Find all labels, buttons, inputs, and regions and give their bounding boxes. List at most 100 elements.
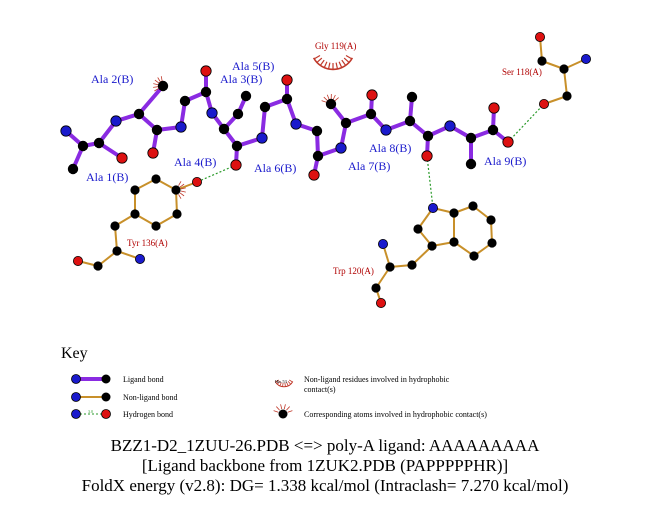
carbon-atom [241,91,251,101]
carbon-atom [151,221,160,230]
carbon-atom [180,96,190,106]
carbon-atom [171,185,180,194]
carbon-atom [130,209,139,218]
key-ligand-nitrogen-atom [72,375,81,384]
label-ala5: Ala 5(B) [232,59,274,73]
oxygen-atom [201,66,211,76]
label-ala1: Ala 1(B) [86,170,128,184]
caption-line-1: BZZ1-D2_1ZUU-26.PDB <=> poly-A ligand: A… [111,436,540,455]
label-ala2: Ala 2(B) [91,72,133,86]
hydrogen-bond [427,156,433,208]
carbon-atom [449,237,458,246]
carbon-atom [151,174,160,183]
nitrogen-atom [61,126,71,136]
oxygen-atom [503,137,513,147]
oxygen-atom [309,170,319,180]
carbon-atom [78,141,88,151]
ligand-bond [139,86,163,114]
key-nonligand-nitrogen-atom [72,393,81,402]
carbon-atom [562,91,571,100]
nitrogen-atom [257,133,267,143]
nitrogen-atom [378,239,387,248]
carbon-atom [313,151,323,161]
oxygen-atom [489,103,499,113]
carbon-atom [486,215,495,224]
label-ala8: Ala 8(B) [369,141,411,155]
carbon-atom [405,116,415,126]
carbon-atom [172,209,181,218]
carbon-atom [93,261,102,270]
carbon-atom [341,118,351,128]
carbon-atom [110,221,119,230]
caption-line-2: [Ligand backbone from 1ZUK2.PDB (PAPPPPP… [142,456,508,475]
key-title: Key [61,345,88,362]
key-hydrophobic-residues-label-1: Non-ligand residues involved in hydropho… [304,375,450,384]
label-ser118: Ser 118(A) [502,67,542,77]
key-panel: Key Ligand bond Non-ligand bond 3.0 Hydr… [61,345,487,419]
carbon-atom [233,109,243,119]
oxygen-atom [422,151,432,161]
carbon-atom [559,64,568,73]
key-hydrophobic-atoms-label: Corresponding atoms involved in hydropho… [304,410,487,419]
oxygen-atom [117,153,127,163]
carbon-atom [219,124,229,134]
oxygen-atom [148,148,158,158]
label-ala9: Ala 9(B) [484,154,526,168]
carbon-atom [537,56,546,65]
carbon-atom [326,99,336,109]
label-ala3: Ala 3(B) [220,72,262,86]
nitrogen-atom [135,254,144,263]
hydrogen-bond [508,104,544,142]
carbon-atom [152,125,162,135]
carbon-atom [201,87,211,97]
nitrogen-atom [291,119,301,129]
carbon-atom [68,164,78,174]
carbon-atom [282,94,292,104]
oxygen-atom [73,256,82,265]
key-nonligand-bond-label: Non-ligand bond [123,393,177,402]
carbon-atom [312,126,322,136]
carbon-atom [94,138,104,148]
key-hydrophobic-sample-label: His 53 [275,379,288,384]
key-hbond-nitrogen-atom [72,410,81,419]
key-hbond-distance: 3.0 [88,409,93,414]
oxygen-atom [376,298,385,307]
key-nonligand-carbon-atom [102,393,111,402]
nitrogen-atom [207,108,217,118]
key-hydrophobic-atom [279,410,288,419]
key-hbond-oxygen-atom [102,410,111,419]
carbon-atom [466,133,476,143]
label-gly119: Gly 119(A) [315,41,356,51]
carbon-atom [407,92,417,102]
oxygen-atom [539,99,548,108]
carbon-atom [407,260,416,269]
carbon-atom [469,251,478,260]
oxygen-atom [367,90,377,100]
carbon-atom [423,131,433,141]
label-trp120: Trp 120(A) [333,266,374,276]
oxygen-atom [231,160,241,170]
key-ligand-bond-label: Ligand bond [123,375,164,384]
carbon-atom [366,109,376,119]
nitrogen-atom [445,121,455,131]
nitrogen-atom [336,143,346,153]
gly119-hydrophobic-icon [314,56,353,71]
carbon-atom [487,238,496,247]
carbon-atom [488,125,498,135]
caption-line-3: FoldX energy (v2.8): DG= 1.338 kcal/mol … [82,476,569,495]
carbon-atom [466,159,476,169]
key-hydrophobic-residues-label-2: contact(s) [304,385,336,394]
nitrogen-atom [428,203,437,212]
nitrogen-atom [381,125,391,135]
nitrogen-atom [581,54,590,63]
key-ligand-carbon-atom [102,375,111,384]
oxygen-atom [192,177,201,186]
carbon-atom [468,201,477,210]
carbon-atom [134,109,144,119]
carbon-atom [112,246,121,255]
oxygen-atom [535,32,544,41]
carbon-atom [371,283,380,292]
label-tyr136: Tyr 136(A) [127,238,168,248]
label-ala4: Ala 4(B) [174,155,216,169]
